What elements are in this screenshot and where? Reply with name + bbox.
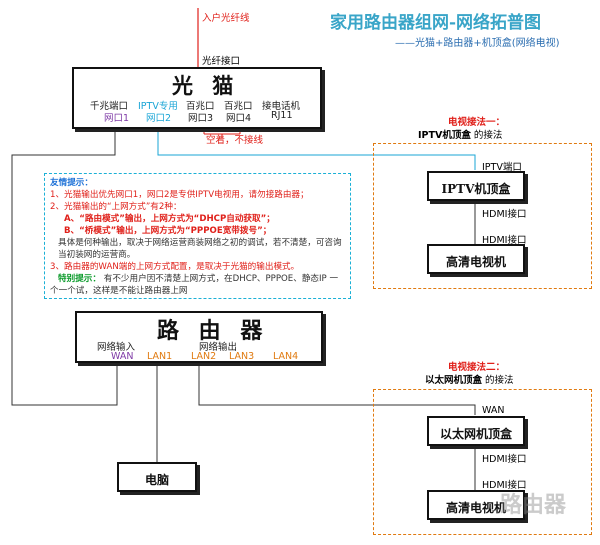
method1-subtitle: IPTV机顶盒 的接法: [418, 127, 502, 141]
iptv-stb-box: IPTV机顶盒: [427, 171, 525, 201]
method1-title: 电视接法一：: [448, 117, 506, 128]
method1-hdmi-in: HDMI接口: [482, 235, 527, 246]
tv1-box: 高清电视机: [427, 244, 525, 274]
router-box: 路 由 器 网络输入 网络输出 WAN LAN1 LAN2 LAN3 LAN4: [75, 311, 323, 363]
diagram-subtitle: ——光猫+路由器+机顶盒(网络电视): [395, 38, 560, 49]
modem-rj11: RJ11: [271, 110, 293, 121]
tv2-label: 高清电视机: [445, 501, 506, 515]
tip-special-label: 特别提示：: [58, 274, 101, 284]
router-port-lan1: LAN1: [147, 351, 173, 362]
method2-area: [373, 389, 592, 535]
modem-port4-name: 百兆口: [224, 101, 253, 112]
tip-line-2: 2、光猫输出的“上网方式”有2种：: [50, 202, 182, 212]
modem-port1: 网口1: [104, 113, 130, 124]
tip-line-3: A、“路由模式”输出，上网方式为“DHCP自动获取”；: [64, 214, 275, 224]
tip-line-4: B、“桥模式”输出，上网方式为“PPPOE宽带拨号”；: [64, 226, 272, 236]
modem-port2: 网口2: [146, 113, 172, 124]
method1-subtitle-bold: IPTV机顶盒: [418, 130, 471, 141]
tip-line-1: 1、光猫输出优先网口1，网口2是专供IPTV电视用，请勿接路由器；: [50, 190, 309, 200]
tv1-label: 高清电视机: [445, 255, 506, 269]
router-title: 路 由 器: [157, 318, 269, 344]
modem-port1-name: 千兆端口: [90, 101, 129, 112]
modem-port2-name: IPTV专用: [138, 101, 178, 112]
diagram-title: 家用路由器组网-网络拓普图: [330, 13, 542, 33]
fiber-port-label: 光纤接口: [202, 56, 241, 67]
iptv-stb-label: IPTV机顶盒: [441, 182, 511, 196]
router-input-label: 网络输入: [97, 342, 136, 353]
router-port-lan4: LAN4: [273, 351, 299, 362]
method2-wan: WAN: [482, 405, 505, 416]
modem-spare-note: 空着，不接线: [206, 135, 264, 146]
ethernet-stb-box: 以太网机顶盒: [427, 416, 525, 446]
modem-port4: 网口4: [226, 113, 252, 124]
method2-subtitle: 以太网机顶盒 的接法: [425, 372, 514, 386]
ethernet-stb-label: 以太网机顶盒: [439, 427, 512, 441]
method2-title: 电视接法二：: [448, 362, 506, 373]
modem-box: 光 猫 千兆端口 网口1 IPTV专用 网口2 百兆口 网口3 百兆口 网口4 …: [72, 67, 322, 129]
method2-hdmi-out: HDMI接口: [482, 454, 527, 465]
pc-box: 电脑: [117, 462, 197, 492]
tip-line-7: 有不少用户因不清楚上网方式，在DHCP、PPPOE、静态IP 一个一个试，这样是…: [50, 274, 339, 296]
watermark: 路由器: [500, 493, 567, 518]
modem-rj11-name: 接电话机: [262, 101, 301, 112]
method2-hdmi-in: HDMI接口: [482, 480, 527, 491]
method1-area: [373, 143, 592, 289]
method1-hdmi-out: HDMI接口: [482, 209, 527, 220]
tips-heading: 友情提示：: [50, 178, 93, 188]
tv2-box: 高清电视机: [427, 490, 525, 520]
method1-subtitle-rest: 的接法: [470, 130, 503, 141]
method2-subtitle-rest: 的接法: [482, 375, 514, 386]
pc-label: 电脑: [144, 473, 169, 487]
router-port-lan2: LAN2: [191, 351, 217, 362]
tip-line-6: 3、路由器的WAN端的上网方式配置，是取决于光猫的输出模式。: [50, 262, 300, 272]
router-output-label: 网络输出: [199, 342, 238, 353]
tips-panel: 友情提示： 1、光猫输出优先网口1，网口2是专供IPTV电视用，请勿接路由器； …: [44, 173, 351, 299]
modem-port3: 网口3: [188, 113, 214, 124]
fiber-incoming-label: 入户光纤线: [202, 13, 250, 24]
method1-iptv-port: IPTV端口: [482, 162, 522, 173]
router-port-lan3: LAN3: [229, 351, 255, 362]
modem-port3-name: 百兆口: [186, 101, 215, 112]
tip-line-5: 具体是何种输出，取决于网络运营商装网络之初的调试，若不清楚，可咨询当初装网的运营…: [58, 238, 342, 260]
modem-title: 光 猫: [172, 73, 240, 98]
router-port-wan: WAN: [111, 351, 134, 362]
method2-subtitle-bold: 以太网机顶盒: [425, 375, 483, 386]
